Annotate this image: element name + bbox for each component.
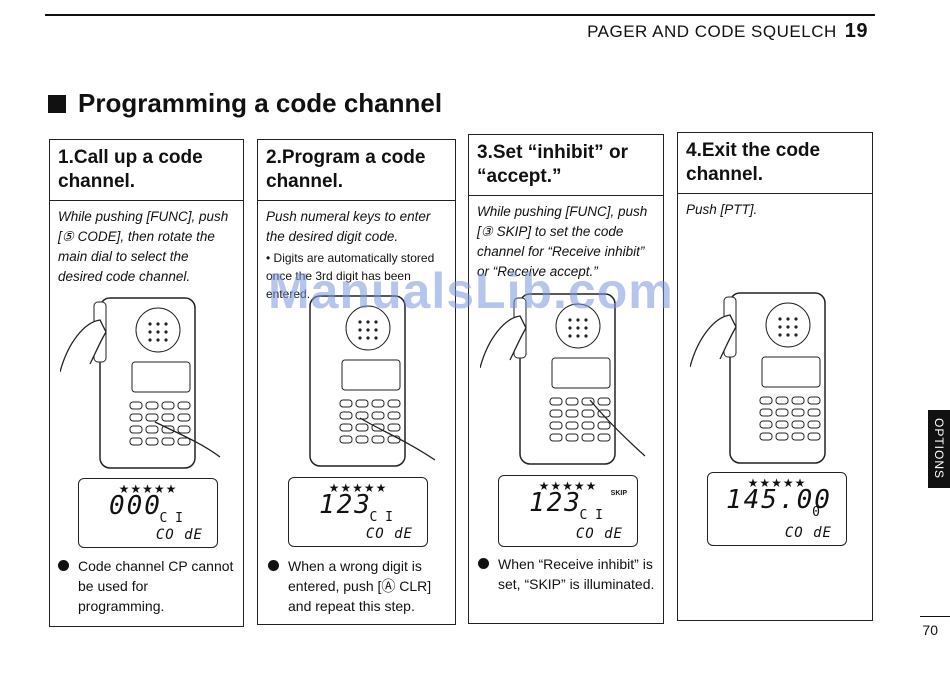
step-3-note: When “Receive inhibit” is set, “SKIP” is… — [478, 554, 658, 594]
step-1-note: Code channel CP cannot be used for progr… — [58, 556, 238, 616]
lcd-4-code: CO dE — [784, 525, 832, 541]
lcd-3-code: CO dE — [575, 526, 623, 542]
step-1-note-text: Code channel CP cannot be used for progr… — [78, 558, 234, 614]
top-rule — [45, 14, 875, 16]
lcd-3-stars: ★★★★★ — [538, 479, 598, 493]
header-title: PAGER AND CODE SQUELCH — [587, 22, 837, 41]
step-1-title: Call up a code channel. — [58, 147, 203, 192]
step-1-heading: 1.Call up a code channel. — [50, 140, 243, 201]
lcd-3-skip: SKIP — [610, 490, 627, 497]
lcd-2-stars: ★★★★★ — [328, 481, 388, 495]
lcd-3-digits: 123 — [529, 488, 582, 518]
bullet-dot-icon — [478, 558, 489, 569]
section-title-text: Programming a code channel — [78, 88, 443, 118]
page-number-rule — [920, 616, 950, 617]
step-3-title: Set “inhibit” or “accept.” — [477, 142, 628, 187]
header-page-number: 19 — [844, 20, 868, 42]
lcd-2-digits: 123 — [319, 490, 372, 520]
step-2-instructions-block: Push numeral keys to enter the desired d… — [258, 201, 455, 309]
radio-illustration-4 — [690, 292, 826, 464]
lcd-1-digits: 000 — [109, 491, 162, 521]
lcd-2-code: CO dE — [365, 526, 413, 542]
step-2-subnote: • Digits are automatically stored once t… — [266, 251, 435, 301]
step-1-instructions: While pushing [FUNC], push [⑤ CODE], the… — [58, 209, 229, 284]
lcd-2-channel: C I — [369, 510, 393, 525]
radio-illustration-2 — [309, 295, 436, 467]
page-number: 70 — [922, 622, 938, 638]
step-4-title: Exit the code channel. — [686, 140, 821, 185]
lcd-4-digits: 145.00 — [726, 485, 832, 515]
step-2-heading: 2.Program a code channel. — [258, 140, 455, 201]
step-2-number: 2. — [266, 147, 282, 168]
lcd-display-1: ★★★★★ 000 C I CO dE — [78, 478, 218, 548]
step-3-number: 3. — [477, 142, 493, 163]
step-3-instructions: While pushing [FUNC], push [③ SKIP] to s… — [477, 204, 648, 279]
step-3-note-text: When “Receive inhibit” is set, “SKIP” is… — [498, 556, 655, 592]
step-2-note-text: When a wrong digit is entered, push [Ⓐ C… — [288, 558, 432, 614]
bullet-dot-icon — [268, 560, 279, 571]
radio-illustration-1 — [60, 297, 221, 469]
step-3-heading: 3.Set “inhibit” or “accept.” — [469, 135, 663, 196]
step-2-instructions: Push numeral keys to enter the desired d… — [266, 209, 431, 244]
step-4-number: 4. — [686, 140, 702, 161]
lcd-1-channel: C I — [159, 511, 183, 526]
lcd-3-channel: C I — [579, 508, 603, 523]
side-tab-options: OPTIONS — [928, 410, 950, 488]
lcd-4-channel: 0 — [812, 505, 820, 520]
step-4-instructions: Push [PTT]. — [686, 202, 758, 217]
step-2-note: When a wrong digit is entered, push [Ⓐ C… — [268, 556, 448, 616]
lcd-4-stars: ★★★★★ — [747, 476, 807, 490]
lcd-1-stars: ★★★★★ — [118, 482, 178, 496]
lcd-display-3: ★★★★★ SKIP 123 C I CO dE — [498, 475, 638, 547]
watermark: ManualsLib.com — [268, 263, 674, 319]
lcd-1-code: CO dE — [155, 527, 203, 543]
step-1-number: 1. — [58, 147, 74, 168]
step-2-title: Program a code channel. — [266, 147, 426, 192]
section-title: Programming a code channel — [48, 88, 442, 119]
bullet-dot-icon — [58, 560, 69, 571]
lcd-display-2: ★★★★★ 123 C I CO dE — [288, 477, 428, 547]
radio-illustration-3 — [480, 293, 646, 465]
step-4-heading: 4.Exit the code channel. — [678, 133, 872, 194]
page-header: PAGER AND CODE SQUELCH 19 — [587, 20, 868, 43]
square-bullet-icon — [48, 94, 66, 113]
lcd-display-4: ★★★★★ 145.00 0 CO dE — [707, 472, 847, 546]
